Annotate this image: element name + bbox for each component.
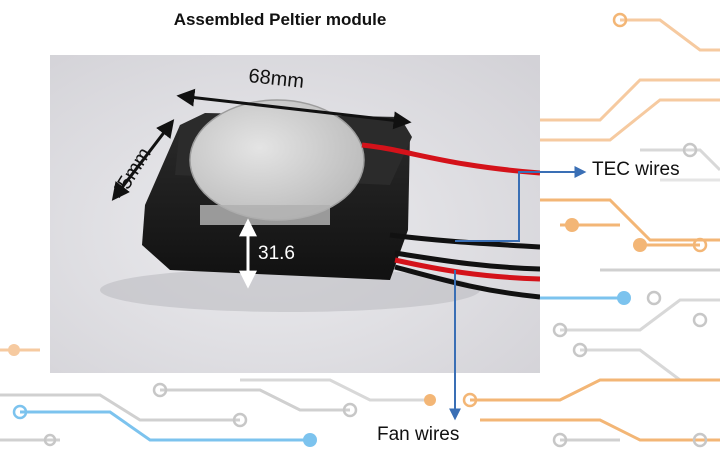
circuit-node: [8, 344, 20, 356]
circuit-node: [462, 392, 478, 408]
circuit-trace: [640, 148, 720, 172]
fan-wire-red: [394, 257, 540, 282]
circuit-node: [572, 342, 588, 358]
circuit-node: [646, 290, 662, 306]
circuit-trace: [540, 78, 720, 122]
metal-bracket: [200, 205, 330, 225]
circuit-node: [612, 12, 628, 28]
circuit-node: [565, 218, 579, 232]
circuit-trace: [240, 378, 430, 402]
circuit-node: [342, 402, 358, 418]
circuit-trace: [540, 98, 720, 142]
tec-wire-red: [361, 142, 540, 176]
circuit-trace: [0, 393, 240, 422]
tec-wire-black: [389, 232, 540, 250]
tec-callout-line: [455, 166, 587, 242]
circuit-trace: [480, 418, 720, 442]
length-arrow: [176, 88, 412, 130]
circuit-node: [692, 237, 708, 253]
circuit-node: [424, 394, 436, 406]
circuit-node: [633, 238, 647, 252]
tec-wires-label: TEC wires: [592, 159, 680, 180]
circuit-trace: [540, 198, 720, 242]
length-label: 68mm: [247, 65, 305, 93]
width-arrow: [111, 119, 175, 201]
circuit-node: [692, 312, 708, 328]
height-label: 31.6: [258, 243, 295, 264]
circuit-node: [152, 382, 168, 398]
circuit-trace: [160, 388, 350, 412]
fan-wire-black: [394, 250, 540, 272]
circuit-trace: [20, 410, 310, 442]
circuit-node: [692, 432, 708, 448]
figure-title: Assembled Peltier module: [173, 10, 387, 29]
circuit-trace: [620, 18, 720, 52]
circuit-trace: [560, 298, 720, 332]
fan-wire-black-2: [394, 264, 540, 300]
circuit-node: [43, 433, 57, 447]
circuit-node: [552, 432, 568, 448]
width-label: 45mm: [108, 144, 156, 203]
circuit-node: [682, 142, 698, 158]
fan-wires-label: Fan wires: [377, 424, 460, 445]
circuit-node: [232, 412, 248, 428]
circuit-node: [552, 322, 568, 338]
circuit-node: [617, 291, 631, 305]
circuit-trace: [470, 378, 720, 402]
circuit-node: [12, 404, 28, 420]
circuit-node: [303, 433, 317, 447]
